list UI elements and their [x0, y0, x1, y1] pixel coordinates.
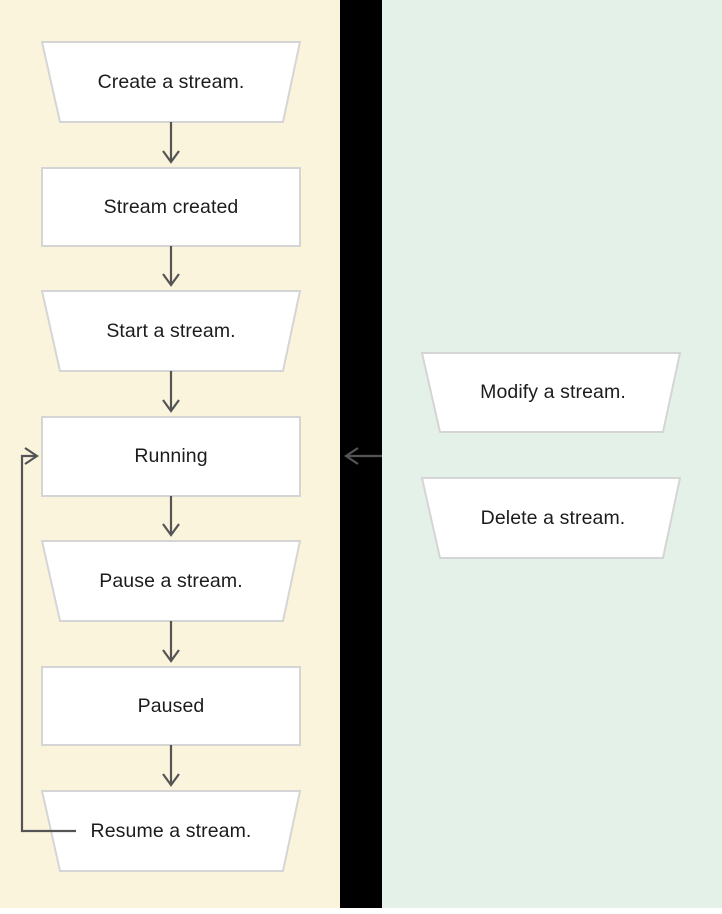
node-shape-running[interactable]: [41, 416, 301, 497]
node-shape-pause-a-stream[interactable]: [40, 540, 302, 622]
node-shape-paused[interactable]: [41, 666, 301, 746]
edge-pause-to-paused: [162, 621, 180, 663]
node-shape-resume-a-stream[interactable]: [40, 790, 302, 872]
edge-resume-to-running: [20, 447, 76, 833]
edge-create-to-created: [162, 122, 180, 164]
edge-paused-to-resume: [162, 745, 180, 787]
node-shape-modify-a-stream[interactable]: [420, 352, 682, 433]
panel-divider: [340, 0, 382, 908]
node-shape-create-a-stream[interactable]: [40, 41, 302, 123]
edge-start-to-running: [162, 371, 180, 413]
edge-operations-to-running: [344, 447, 382, 465]
edge-running-to-pause: [162, 496, 180, 537]
stream-operations-panel: [382, 0, 722, 908]
node-shape-stream-created[interactable]: [41, 167, 301, 247]
node-shape-start-a-stream[interactable]: [40, 290, 302, 372]
node-shape-delete-a-stream[interactable]: [420, 477, 682, 559]
edge-created-to-start: [162, 246, 180, 287]
